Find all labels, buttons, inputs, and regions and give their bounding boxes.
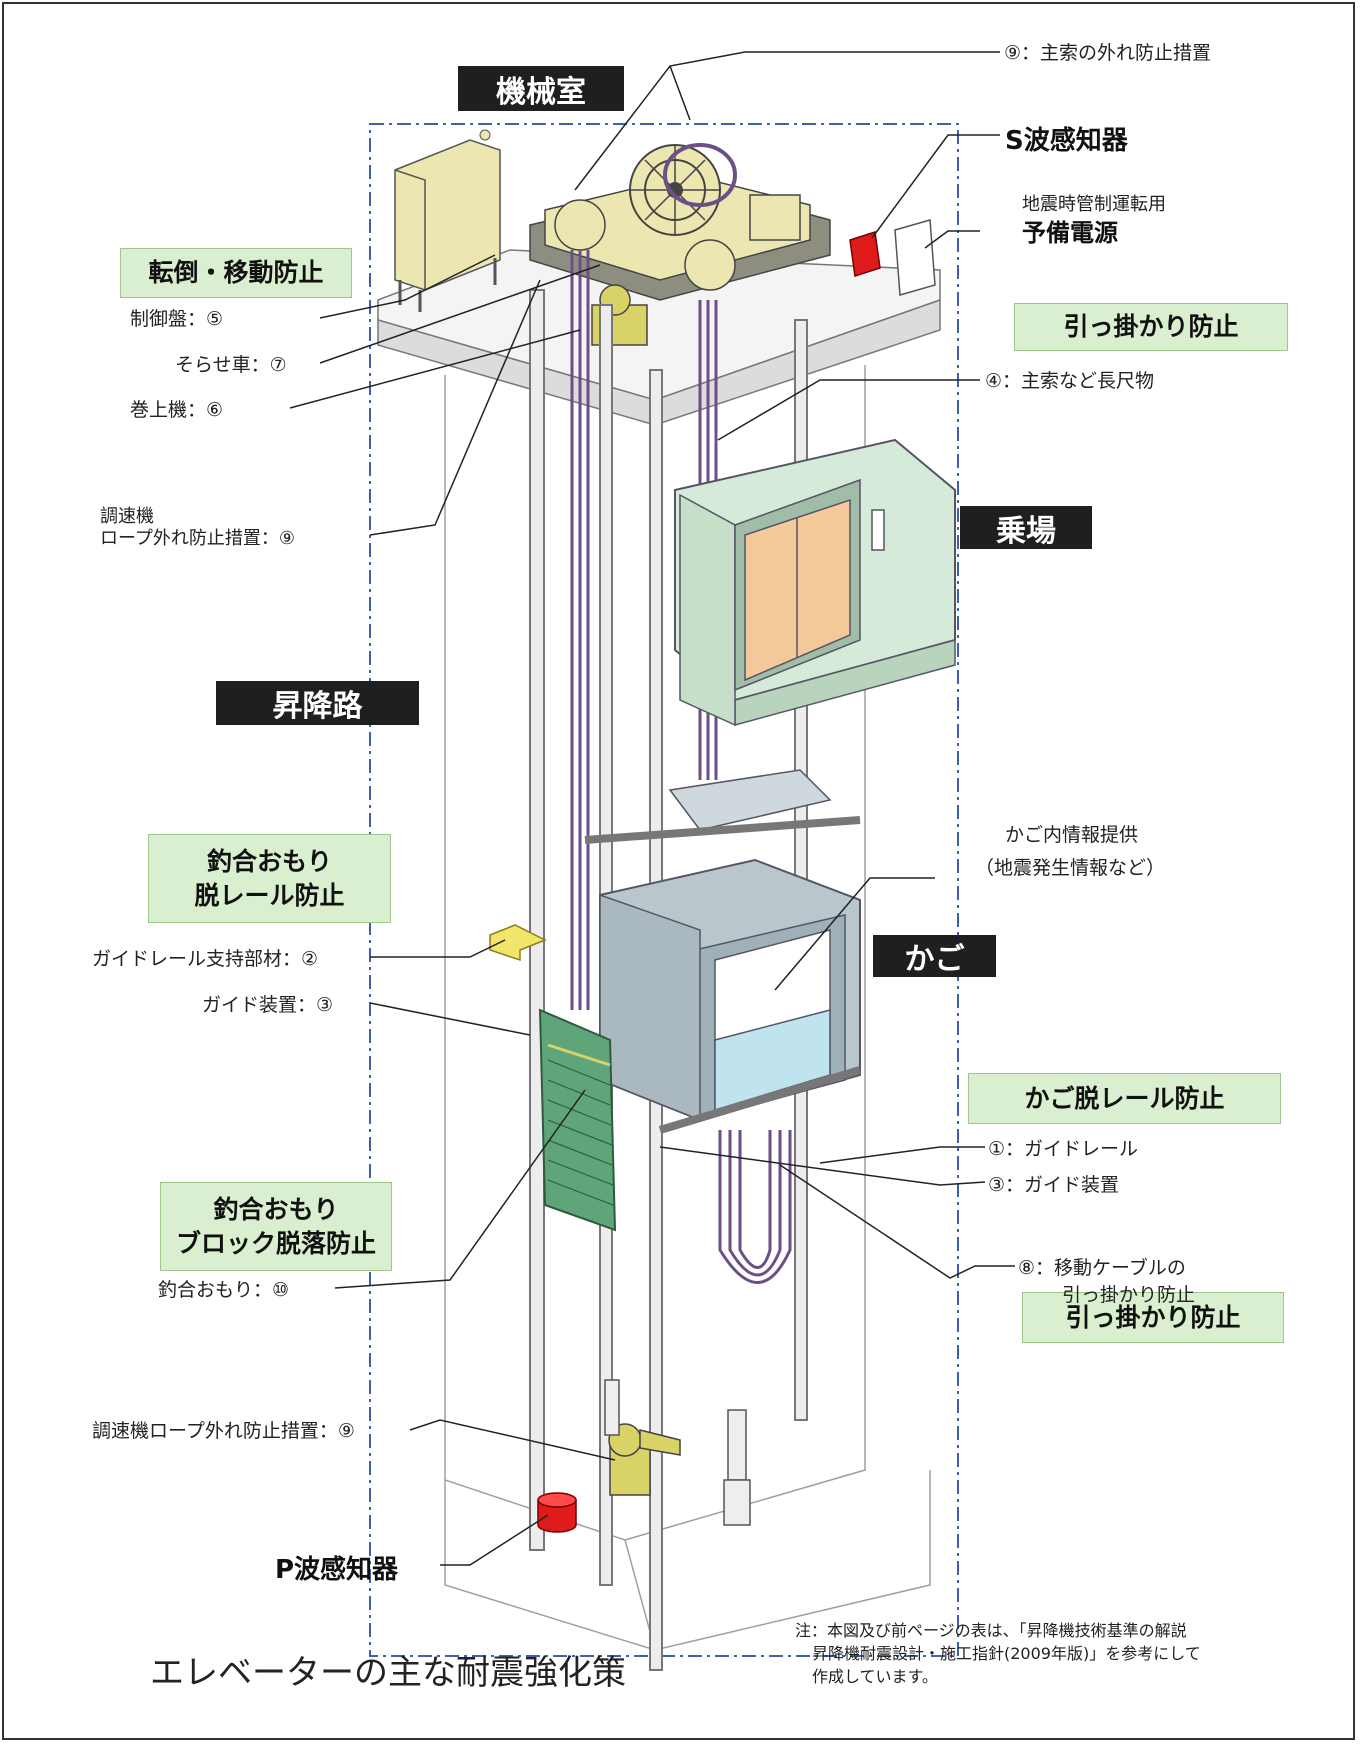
callout-main-ropes: ④：主索など長尺物	[985, 370, 1155, 392]
callout-p-wave-sensor: P波感知器	[275, 1555, 399, 1585]
footer-note-line2: 昇降機耐震設計・施工指針(2009年版)」を参考にして	[812, 1644, 1201, 1663]
callout-governor-top-line1: 調速機	[100, 506, 154, 527]
badge-counterweight-block: 釣合おもり ブロック脱落防止	[160, 1182, 392, 1271]
badge-tip-over-prevention: 転倒・移動防止	[120, 248, 352, 298]
rail-support-bracket	[489, 924, 547, 962]
header-car: かご	[873, 935, 996, 977]
badge-car-derail: かご脱レール防止	[968, 1073, 1281, 1124]
callout-control-panel: 制御盤：⑤	[130, 308, 224, 330]
callout-backup-power-line2: 予備電源	[1022, 219, 1118, 247]
buffers	[604, 1379, 751, 1526]
hoistway-boundary	[369, 123, 959, 1657]
badge-snag-prevention-bottom: 引っ掛かり防止	[1022, 1292, 1284, 1343]
badge-snag-prevention-top: 引っ掛かり防止	[1014, 303, 1288, 351]
travelling-cable	[718, 1130, 792, 1284]
callout-guide-device-right: ③：ガイド装置	[988, 1174, 1120, 1196]
footer-note-line3: 作成しています。	[812, 1667, 938, 1686]
s-wave-sensor-shape	[849, 231, 881, 277]
p-wave-sensor-shape	[537, 1492, 577, 1533]
car-body	[584, 769, 862, 1134]
badge-snag-top-text: 引っ掛かり防止	[1063, 312, 1239, 341]
callout-travel-cable-line2: 引っ掛かり防止	[1062, 1284, 1196, 1306]
callout-governor-bottom: 調速機ロープ外れ防止措置：⑨	[92, 1420, 355, 1442]
callout-rope-dislodge-top: ⑨：主索の外れ防止措置	[1004, 42, 1212, 64]
callout-travel-cable-line1: ⑧：移動ケーブルの	[1018, 1257, 1186, 1279]
counterweight-shape	[538, 1008, 617, 1232]
badge-car-derail-text: かご脱レール防止	[1024, 1083, 1225, 1113]
landing-frame	[674, 438, 956, 727]
callout-governor-top-line2: ロープ外れ防止措置：⑨	[100, 528, 296, 549]
callout-rail-support: ガイドレール支持部材：②	[92, 948, 319, 970]
callout-backup-power-line1: 地震時管制運転用	[1022, 194, 1166, 215]
hoisting-machine	[529, 143, 831, 301]
header-hoistway: 昇降路	[216, 681, 419, 725]
callout-guide-device-left: ガイド装置：③	[202, 994, 334, 1016]
callout-deflector-sheave: そらせ車：⑦	[175, 354, 287, 376]
callout-car-info-line1: かご内情報提供	[1005, 824, 1139, 846]
backup-power-shape	[894, 219, 936, 296]
callout-hoisting-machine: 巻上機：⑥	[130, 399, 224, 421]
callout-guide-rail: ①：ガイドレール	[988, 1138, 1139, 1160]
callout-s-wave-sensor: S波感知器	[1005, 126, 1128, 156]
deflector-sheave	[591, 284, 648, 346]
footer-note-line1: 注：本図及び前ページの表は、「昇降機技術基準の解説	[795, 1621, 1187, 1640]
footer-title: エレベーターの主な耐震強化策	[150, 1653, 626, 1693]
header-landing: 乗場	[960, 506, 1092, 549]
leader-lines	[289, 51, 1015, 1566]
badge-tip-over-text: 転倒・移動防止	[148, 258, 324, 287]
callout-counterweight: 釣合おもり：⑩	[158, 1279, 290, 1301]
badge-snag-bottom-text: 引っ掛かり防止	[1065, 1302, 1241, 1332]
badge-cw-derail-line1: 釣合おもり	[206, 846, 332, 876]
badge-cw-block-line2: ブロック脱落防止	[175, 1228, 376, 1258]
badge-cw-derail-line2: 脱レール防止	[194, 880, 345, 910]
badge-cw-block-line1: 釣合おもり	[213, 1194, 339, 1224]
badge-counterweight-derail: 釣合おもり 脱レール防止	[148, 834, 391, 923]
header-machine-room: 機械室	[458, 66, 624, 111]
callout-car-info-line2: （地震発生情報など）	[975, 857, 1166, 879]
